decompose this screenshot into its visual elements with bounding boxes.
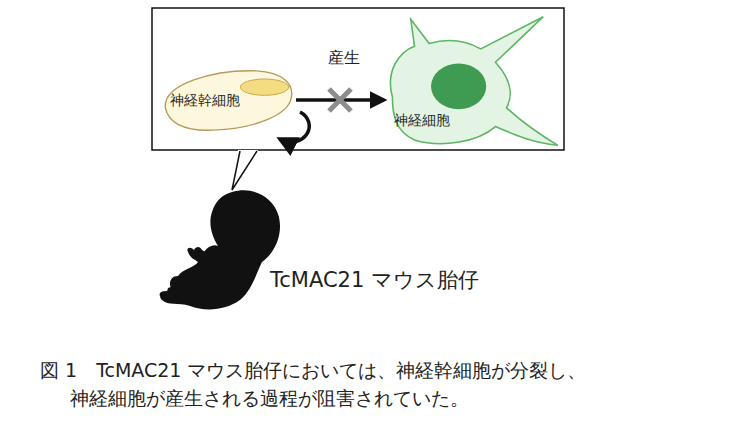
cell-nucleus — [240, 79, 288, 95]
cell-label: 神経細胞 — [394, 112, 558, 130]
figure-label: TcMAC21 マウス胎仔 — [270, 266, 479, 294]
callout-tail-fill — [232, 150, 258, 190]
edge-label: 産生 — [328, 48, 360, 69]
self-renewal-arrow — [282, 112, 309, 142]
blocked-mark — [329, 89, 351, 111]
stem-cell: 神経幹細胞 — [160, 62, 294, 136]
neuron-body — [390, 17, 558, 146]
embryo-silhouette — [160, 190, 280, 309]
neuron-cell: 神経細胞 — [374, 14, 558, 148]
cell-label: 神経幹細胞 — [170, 92, 294, 110]
callout-tail — [232, 151, 257, 190]
neuron-nucleus — [431, 64, 486, 110]
embryo-leg — [160, 287, 176, 299]
callout-box — [152, 8, 564, 150]
embryo-arm — [187, 247, 208, 262]
figure-caption: 図 1 TcMAC21 マウス胎仔においては、神経幹細胞が分裂し、 神経細胞が産… — [40, 356, 730, 412]
